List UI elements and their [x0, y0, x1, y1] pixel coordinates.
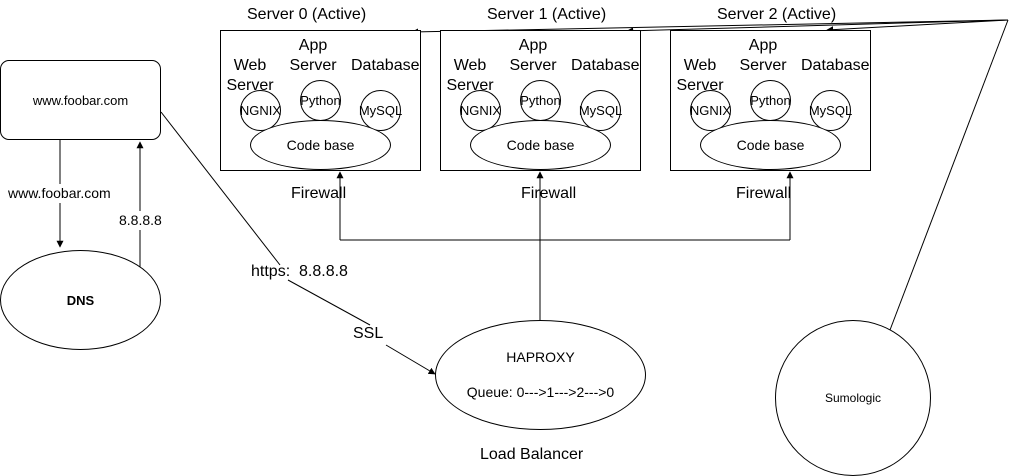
- ssl-label: SSL: [353, 325, 384, 342]
- client-label: www.foobar.com: [32, 92, 129, 108]
- server-0-db-label: Database: [351, 57, 420, 74]
- server-2-app-label: App Server: [739, 37, 787, 74]
- server-2-codebase-text: Code base: [736, 137, 805, 153]
- server-2-db-label: Database: [801, 57, 870, 74]
- sumologic-label: Sumologic: [824, 391, 882, 405]
- server-2-codebase: Code base: [700, 120, 841, 170]
- dns-response-label: 8.8.8.8: [119, 211, 162, 230]
- server-0-firewall: Firewall: [291, 185, 347, 202]
- client-to-lb-line-a: [160, 111, 281, 266]
- server-2-web-text: NGNIX: [689, 103, 732, 118]
- dns-query-label: www.foobar.com: [8, 184, 111, 203]
- ip-label: 8.8.8.8: [299, 263, 348, 280]
- server-1-web-text: NGNIX: [459, 103, 502, 118]
- server-1-db-text: MySQL: [578, 103, 623, 118]
- server-1-firewall: Firewall: [521, 185, 577, 202]
- dns-node: DNS: [0, 250, 161, 350]
- load-balancer-node: HAPROXY Queue: 0--->1--->2--->0: [435, 320, 646, 430]
- server-0-title: Server 0 (Active): [247, 6, 367, 23]
- client-to-lb-arrow: [385, 344, 436, 375]
- server-2-db-text: MySQL: [808, 103, 853, 118]
- monitor-to-server2-arrow: [826, 19, 1009, 34]
- server-0-codebase: Code base: [250, 120, 391, 170]
- load-balancer-name: HAPROXY: [506, 349, 575, 365]
- server-2-web-label: Web Server: [676, 57, 724, 94]
- monitor-uplink-line: [889, 19, 1009, 331]
- server-1-codebase-text: Code base: [506, 137, 575, 153]
- server-0-codebase-text: Code base: [286, 137, 355, 153]
- server-1-web-node: NGNIX: [460, 90, 501, 131]
- server-2-app-node: Python: [750, 80, 791, 121]
- server-1-db-node: MySQL: [578, 90, 623, 131]
- server-1-title: Server 1 (Active): [487, 6, 607, 23]
- client-to-lb-line-b: [287, 279, 371, 326]
- sumologic-node: Sumologic: [775, 320, 931, 476]
- server-1-app-label: App Server: [509, 37, 557, 74]
- server-2-firewall: Firewall: [736, 185, 792, 202]
- server-1-db-label: Database: [571, 57, 640, 74]
- server-2-app-text: Python: [750, 93, 791, 108]
- server-1-app-text: Python: [520, 93, 561, 108]
- server-0-app-node: Python: [300, 80, 341, 121]
- server-0-web-text: NGNIX: [239, 103, 282, 118]
- server-0-app-text: Python: [300, 93, 341, 108]
- server-2-title: Server 2 (Active): [717, 6, 837, 23]
- load-balancer-queue: Queue: 0--->1--->2--->0: [466, 384, 615, 400]
- server-1-web-label: Web Server: [446, 57, 494, 94]
- server-2-web-node: NGNIX: [690, 90, 731, 131]
- server-2-db-node: MySQL: [808, 90, 853, 131]
- server-1-app-node: Python: [520, 80, 561, 121]
- server-0-web-label: Web Server: [226, 57, 274, 94]
- server-0-db-node: MySQL: [358, 90, 403, 131]
- client-node: www.foobar.com: [0, 60, 161, 140]
- protocol-label: https:: [251, 263, 291, 280]
- dns-label: DNS: [66, 292, 95, 308]
- server-0-web-node: NGNIX: [240, 90, 281, 131]
- server-0-app-label: App Server: [289, 37, 337, 74]
- server-0-db-text: MySQL: [358, 103, 403, 118]
- server-1-codebase: Code base: [470, 120, 611, 170]
- monitor-to-server1-arrow: [626, 19, 1009, 35]
- load-balancer-caption: Load Balancer: [480, 446, 584, 463]
